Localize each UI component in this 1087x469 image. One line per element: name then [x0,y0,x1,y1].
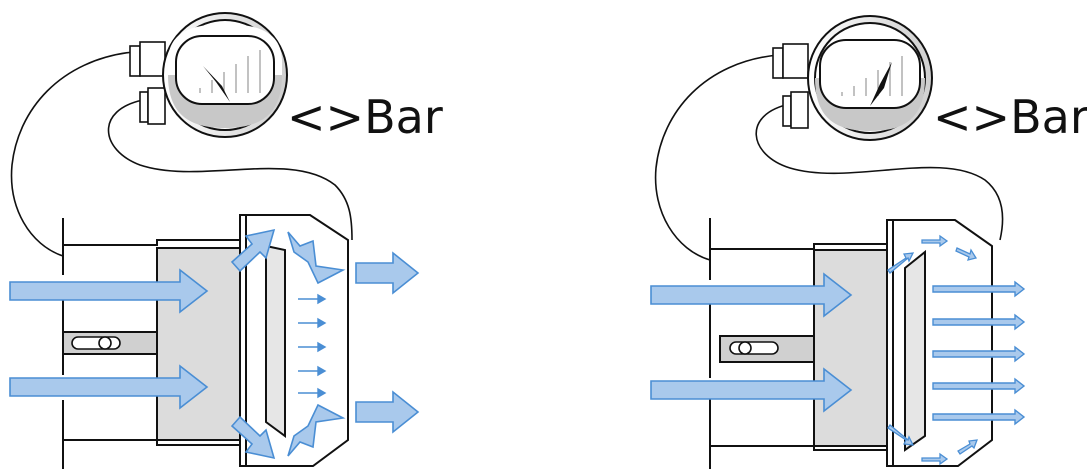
deflected-arrow-icon [288,232,343,283]
outlet-arrow-icon [356,253,418,293]
deflected-arrow-icon [288,405,343,456]
filter-plate-left [266,246,285,436]
gauge-label-left: <>Bar [287,90,443,144]
gauge-label-right: <>Bar [933,90,1087,144]
pressure-gauge-left [130,13,287,137]
filter-plate-right [905,252,925,450]
small-deflected-arrows [888,236,977,464]
bracket-right [720,336,814,362]
element-block-left [157,248,240,440]
outlet-arrow-icon [356,392,418,432]
small-flow-arrows [298,295,325,397]
laminar-outlet-arrows [933,282,1024,424]
bracket-left [63,332,157,354]
pressure-gauge-right [773,16,932,140]
panel-right: <>Bar [651,16,1087,469]
panel-left: <>Bar [10,13,443,469]
